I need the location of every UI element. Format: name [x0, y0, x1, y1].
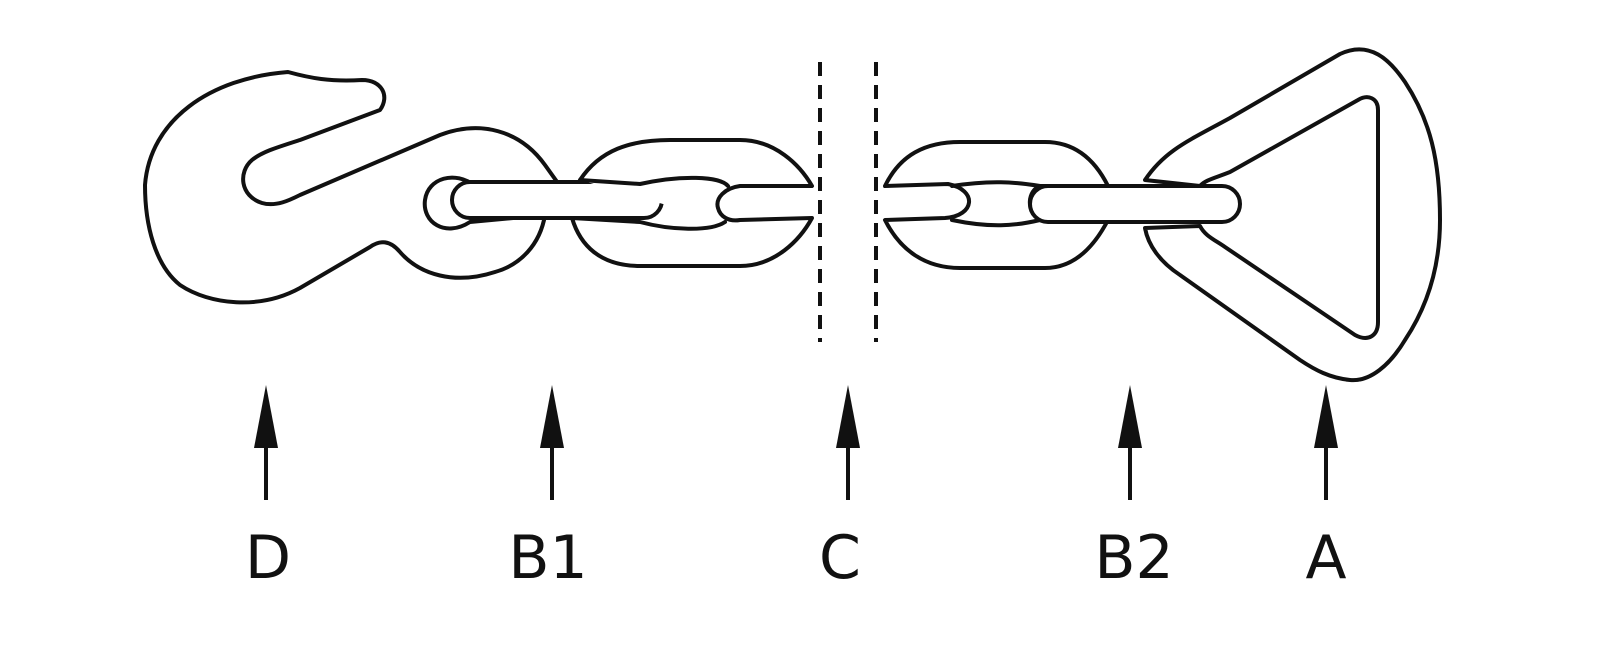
arrow-b2 — [1118, 385, 1142, 500]
chain-links-b1 — [450, 138, 814, 268]
cut-lines — [818, 62, 878, 342]
chain-link-round — [570, 138, 814, 268]
chain-link-inner-right — [950, 180, 1042, 228]
arrow-a — [1314, 385, 1338, 500]
label-b2: B2 — [1094, 523, 1174, 593]
master-link — [1143, 47, 1442, 383]
label-c: C — [819, 523, 861, 593]
arrow-b1 — [540, 385, 564, 500]
chain-link-flat-right — [1028, 184, 1242, 224]
arrow-c — [836, 385, 860, 500]
hook-component — [143, 70, 562, 305]
label-b1: B1 — [508, 523, 588, 593]
chain-links-b2 — [883, 140, 1242, 270]
label-a: A — [1305, 523, 1347, 593]
label-d: D — [244, 523, 292, 593]
arrow-d — [254, 385, 278, 500]
